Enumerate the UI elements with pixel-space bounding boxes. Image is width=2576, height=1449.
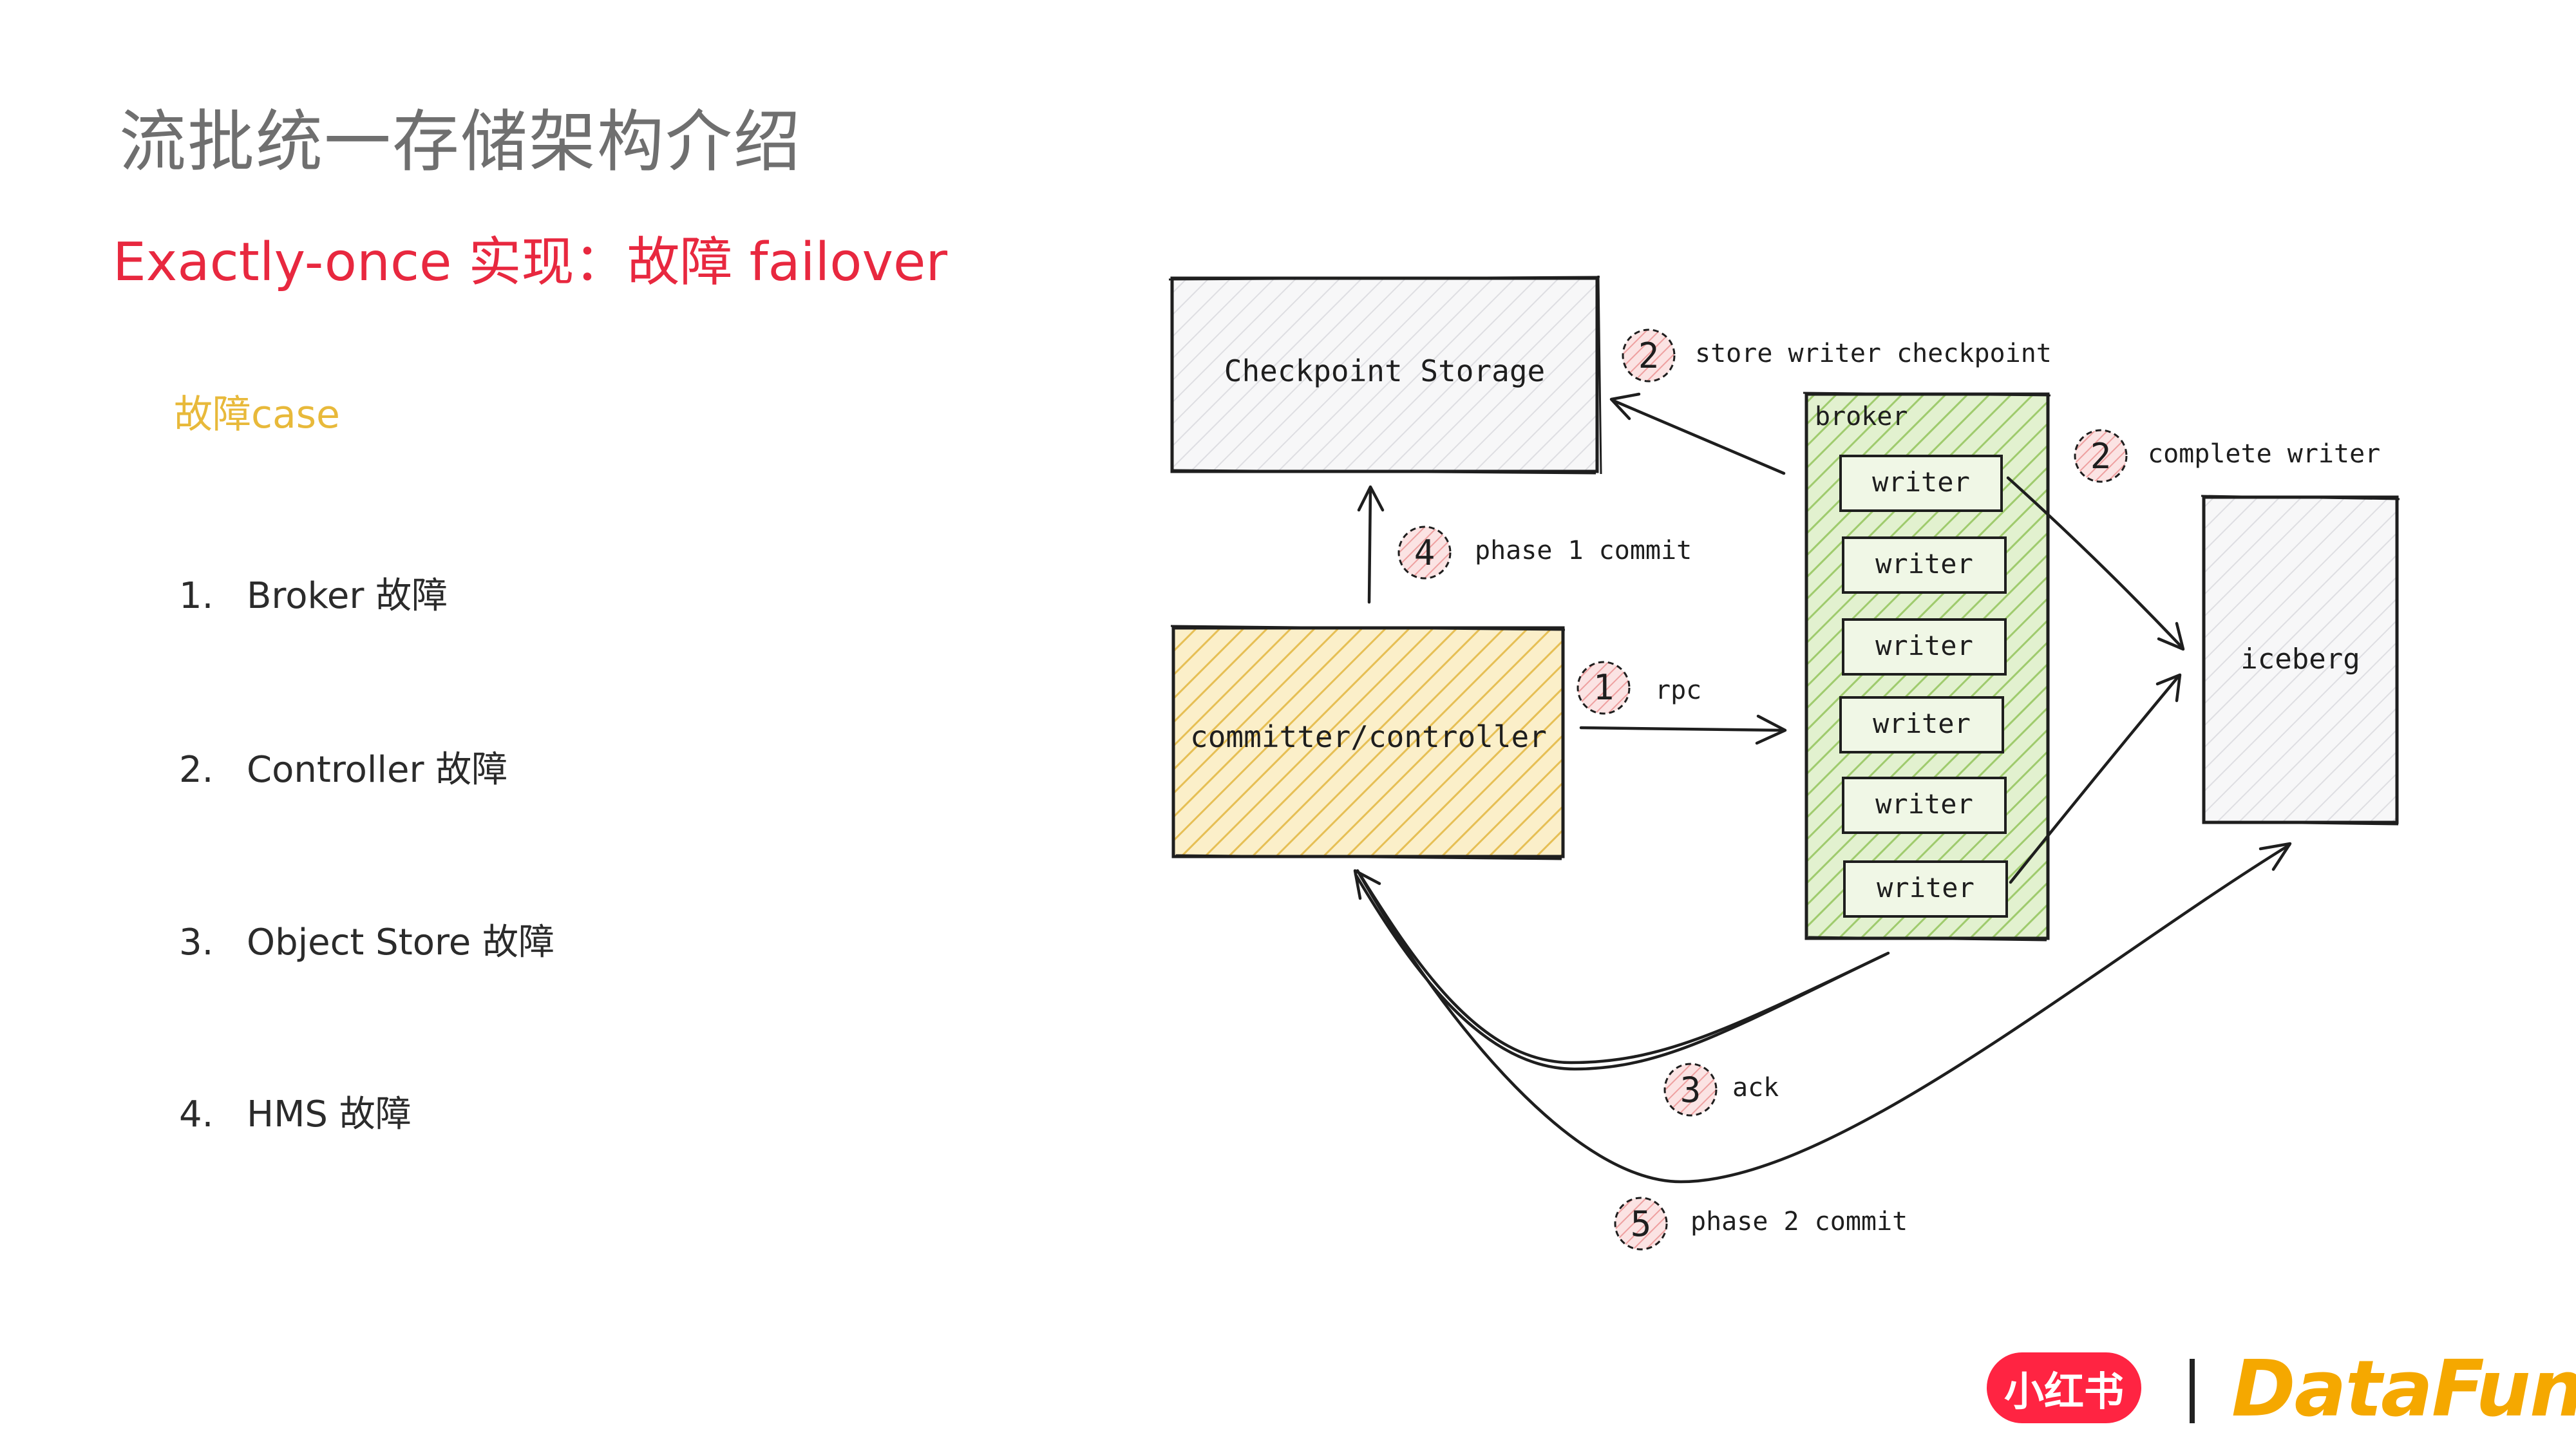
writer-box: writer	[1842, 777, 2007, 834]
list-item: 4. HMS 故障	[179, 1085, 412, 1137]
step-number: 4	[1414, 533, 1435, 573]
list-item: 1. Broker 故障	[179, 567, 448, 619]
step-5: 5 phase 2 commit	[1614, 1197, 1908, 1251]
step-number: 1	[1593, 667, 1615, 708]
list-item-number: 4.	[179, 1094, 214, 1135]
list-item-label: Object Store 故障	[247, 922, 554, 963]
list-item-number: 3.	[179, 922, 214, 963]
controller-label: committer/controller	[1190, 719, 1547, 754]
iceberg-box: iceberg	[2201, 495, 2400, 826]
step-label: rpc	[1655, 676, 1701, 705]
datafun-logo: DataFun.	[2231, 1345, 2576, 1434]
writer-label: writer	[1872, 466, 1970, 498]
writer-box: writer	[1843, 860, 2008, 918]
step-1: 1 rpc	[1577, 661, 1701, 715]
xiaohongshu-logo: 小红书	[1987, 1352, 2141, 1423]
writer-label: writer	[1875, 630, 1973, 661]
logo-divider	[2190, 1359, 2195, 1423]
checkpoint-storage-label: Checkpoint Storage	[1224, 354, 1546, 388]
list-item-number: 1.	[179, 575, 214, 617]
writer-label: writer	[1873, 708, 1971, 739]
list-item-label: Broker 故障	[247, 575, 448, 617]
step-label: phase 1 commit	[1475, 536, 1692, 565]
step-label: ack	[1732, 1073, 1779, 1103]
step-4: 4 phase 1 commit	[1397, 526, 1692, 580]
list-item: 3. Object Store 故障	[179, 913, 554, 965]
phase2-commit-arrow	[1356, 842, 2292, 1184]
writer-label: writer	[1875, 548, 1973, 580]
step-number: 2	[1638, 336, 1660, 376]
step-number: 2	[2090, 436, 2112, 477]
writer-box: writer	[1839, 455, 2003, 512]
step-number: 5	[1631, 1204, 1652, 1244]
list-item-number: 2.	[179, 749, 214, 791]
step-3: 3 ack	[1663, 1063, 1779, 1117]
controller-box: committer/controller	[1170, 625, 1566, 860]
step-label: store writer checkpoint	[1695, 339, 2052, 368]
writer-label: writer	[1877, 872, 1975, 904]
step-2-complete-writer: 2 complete writer	[2074, 429, 2380, 483]
list-item-label: Controller 故障	[247, 749, 508, 791]
writer-box: writer	[1842, 618, 2007, 676]
slide-subtitle: Exactly-once 实现：故障 failover	[113, 232, 948, 293]
case-heading: 故障case	[174, 392, 340, 437]
complete-writer-arrow	[2006, 476, 2185, 884]
iceberg-label: iceberg	[2240, 643, 2360, 676]
list-item-label: HMS 故障	[247, 1094, 412, 1135]
checkpoint-storage-box: Checkpoint Storage	[1168, 275, 1602, 475]
step-number: 3	[1680, 1070, 1701, 1110]
step-2-checkpoint: 2 store writer checkpoint	[1622, 328, 2052, 383]
store-checkpoint-arrow	[1609, 392, 1786, 475]
writer-label: writer	[1875, 788, 1973, 820]
step-label: phase 2 commit	[1690, 1207, 1908, 1236]
broker-label: broker	[1815, 402, 1908, 431]
writer-box: writer	[1839, 696, 2004, 753]
step-label: complete writer	[2148, 439, 2380, 469]
page-title: 流批统一存储架构介绍	[119, 102, 802, 181]
phase1-commit-arrow	[1357, 485, 1385, 604]
writer-box: writer	[1842, 536, 2007, 594]
list-item: 2. Controller 故障	[179, 741, 507, 793]
rpc-arrow	[1579, 714, 1787, 745]
